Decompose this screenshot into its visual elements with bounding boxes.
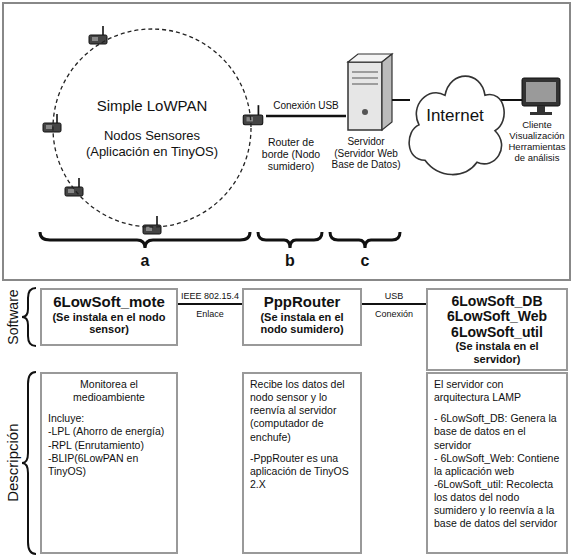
brace [40,232,250,248]
brace [330,232,400,248]
node-text: - 6LowSoft_Web: Contiene la aplicación w… [434,452,560,478]
node-title: 6LowSoft_mote [48,294,170,311]
device-label: Servidor (Servidor Web Base de Datos) [330,136,402,171]
device-label: Router de borde (Nodo sumidero) [254,136,328,172]
connector [362,304,426,305]
node-content: 6LowSoft_DB6LowSoft_Web6LowSoft_util(Se … [434,294,560,365]
sensor-mote [43,114,61,132]
node-content: Monitorea el medioambienteIncluye:-LPL (… [48,378,170,478]
node-text: Nodos Sensores (Aplicación en TinyOS) [77,128,227,159]
node-content: Simple LoWPAN Nodos Sensores (Aplicación … [52,28,252,228]
software-box: PppRouter(Se instala en el nodo sumidero… [242,288,362,346]
node-title: Internet [426,106,484,126]
connection-label: Conexión USB [266,100,346,112]
node-text: -RPL (Enrutamiento) [48,439,170,452]
network-line [392,99,410,101]
usb-line [266,115,346,118]
node-text: 6LowSoft_Web [434,309,560,324]
part-letter: c [357,252,373,270]
edge-label: IEEE 802.15.4 [181,291,239,301]
client-icon [522,78,560,115]
node-title: Recibe los datos del nodo sensor y lo re… [250,378,354,444]
brace [22,288,36,346]
server-icon [348,54,392,130]
node-text: -PppRouter es una aplicación de TinyOS 2… [250,452,354,491]
brace [22,372,36,554]
brace [258,232,322,248]
part-letter: a [137,252,153,270]
node-text: - 6LowSoft_DB: Genera la base de datos e… [434,412,560,451]
part-letter: b [282,252,298,270]
node-content: PppRouter(Se instala en el nodo sumidero… [250,294,354,336]
network-line [500,99,522,101]
connection-label: Enlace [178,309,242,319]
row-label: Software [5,277,21,357]
node-title: Simple LoWPAN [97,97,208,114]
internet-cloud: Internet [405,52,505,180]
device-label: Cliente Visualización Herramientas de an… [505,120,569,164]
row-label: Descripción [4,403,21,523]
frame [3,3,570,280]
description-box: Monitorea el medioambienteIncluye:-LPL (… [40,372,178,554]
connection-label: Conexión [362,309,426,319]
node-text: (Se instala en el nodo sensor) [48,311,170,336]
node-text: 6LowSoft_util [434,325,560,340]
node-title: Monitorea el medioambiente [48,378,170,404]
node-content: El servidor con arquitectura LAMP - 6LowS… [434,378,560,530]
node-text: -6LowSoft_util: Recolecta los datos del … [434,478,560,531]
description-box: El servidor con arquitectura LAMP - 6LowS… [426,372,568,554]
node-title: 6LowSoft_DB [434,294,560,309]
edge-label: USB [385,291,404,301]
node-text: -BLIP(6LowPAN en TinyOS) [48,452,170,478]
node-title: El servidor con arquitectura LAMP [434,378,560,404]
node-text: (Se instala en el nodo sumidero) [250,311,354,336]
node-text: -LPL (Ahorro de energía) [48,425,170,438]
software-box: 6LowSoft_mote(Se instala en el nodo sens… [40,288,178,346]
software-box: 6LowSoft_DB6LowSoft_Web6LowSoft_util(Se … [426,288,568,371]
node-content: Internet [405,52,505,180]
node-title: PppRouter [250,294,354,311]
node-content: 6LowSoft_mote(Se instala en el nodo sens… [48,294,170,336]
node-text: Incluye: [48,412,170,425]
sensor-mote [143,216,161,234]
connector [178,304,242,305]
description-box: Recibe los datos del nodo sensor y lo re… [242,372,362,554]
node-text: (Se instala en el servidor) [434,340,560,365]
node-content: Recibe los datos del nodo sensor y lo re… [250,378,354,491]
network-circle: Simple LoWPAN Nodos Sensores (Aplicación … [52,28,252,228]
router-mote [243,105,263,125]
